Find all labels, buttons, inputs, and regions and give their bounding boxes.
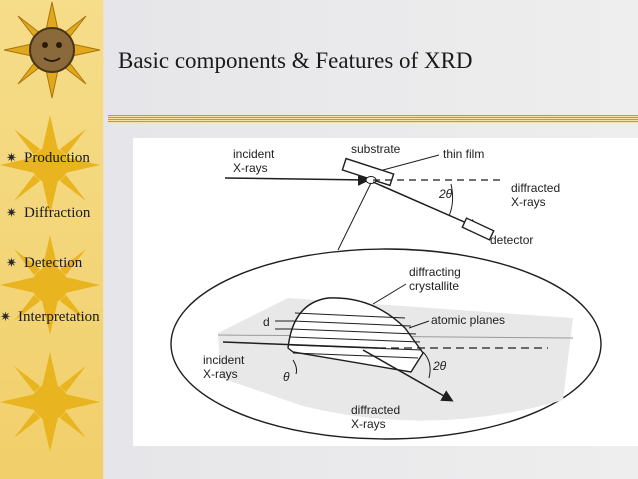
bullet-label: Diffraction bbox=[24, 205, 91, 221]
label-diffracting: diffracting bbox=[409, 265, 461, 279]
label-d: d bbox=[263, 315, 270, 329]
label-crystallite: crystallite bbox=[409, 279, 459, 293]
label-2theta-top: 2θ bbox=[438, 187, 453, 201]
bullet-label: Production bbox=[24, 150, 90, 166]
bullet-item: ✷ Production bbox=[6, 150, 90, 167]
label-xrays-bottom: X-rays bbox=[203, 367, 238, 381]
bullet-label: Detection bbox=[24, 255, 83, 271]
theta-arc bbox=[292, 359, 298, 375]
bullet-item: ✷ Detection bbox=[6, 255, 82, 272]
label-substrate: substrate bbox=[351, 142, 401, 156]
star-bullet-icon: ✷ bbox=[0, 309, 11, 324]
label-diffracted-bottom: diffracted bbox=[351, 403, 400, 417]
star-bullet-icon: ✷ bbox=[6, 150, 17, 165]
label-incident-bottom: incident bbox=[203, 353, 245, 367]
label-xrays-top: X-rays bbox=[233, 161, 268, 175]
bullet-label: Interpretation bbox=[18, 309, 100, 325]
label-diffracted-top: diffracted bbox=[511, 181, 560, 195]
star-bullet-icon: ✷ bbox=[6, 255, 17, 270]
crystallite bbox=[287, 297, 424, 373]
label-atomic-planes: atomic planes bbox=[431, 313, 505, 327]
label-theta: θ bbox=[283, 370, 290, 384]
label-2theta-bottom: 2θ bbox=[432, 359, 447, 373]
title-divider bbox=[108, 115, 638, 123]
star-bullet-icon: ✷ bbox=[6, 205, 17, 220]
thin-film-leader bbox=[382, 154, 440, 171]
incident-beam-top bbox=[224, 173, 370, 186]
atomic-planes-leader bbox=[408, 320, 430, 329]
label-thin-film: thin film bbox=[443, 147, 484, 161]
two-theta-arc-top bbox=[448, 183, 454, 217]
two-theta-arc-bottom bbox=[422, 351, 431, 379]
label-diffracted-xrays-top: X-rays bbox=[511, 195, 546, 209]
detector bbox=[461, 217, 495, 241]
sun-icon bbox=[0, 235, 100, 335]
label-detector: detector bbox=[490, 233, 533, 247]
incident-beam-bottom bbox=[222, 341, 379, 349]
slide-title: Basic components & Features of XRD bbox=[118, 48, 473, 73]
diffracted-beam-top bbox=[372, 181, 481, 230]
sun-icon bbox=[0, 352, 100, 452]
bullet-item: ✷ Interpretation bbox=[0, 309, 100, 326]
bullet-item: ✷ Diffraction bbox=[6, 205, 90, 222]
label-incident-top: incident bbox=[233, 147, 275, 161]
sun-face-icon bbox=[3, 1, 101, 99]
crystallite-leader bbox=[372, 283, 407, 305]
zoom-connector bbox=[337, 182, 372, 251]
diffracted-beam-bottom bbox=[362, 349, 454, 402]
xrd-diagram: incident X-rays substrate thin film 2θ d… bbox=[133, 138, 638, 446]
label-diffracted-xrays-bottom: X-rays bbox=[351, 417, 386, 431]
sun-icon bbox=[0, 115, 100, 215]
